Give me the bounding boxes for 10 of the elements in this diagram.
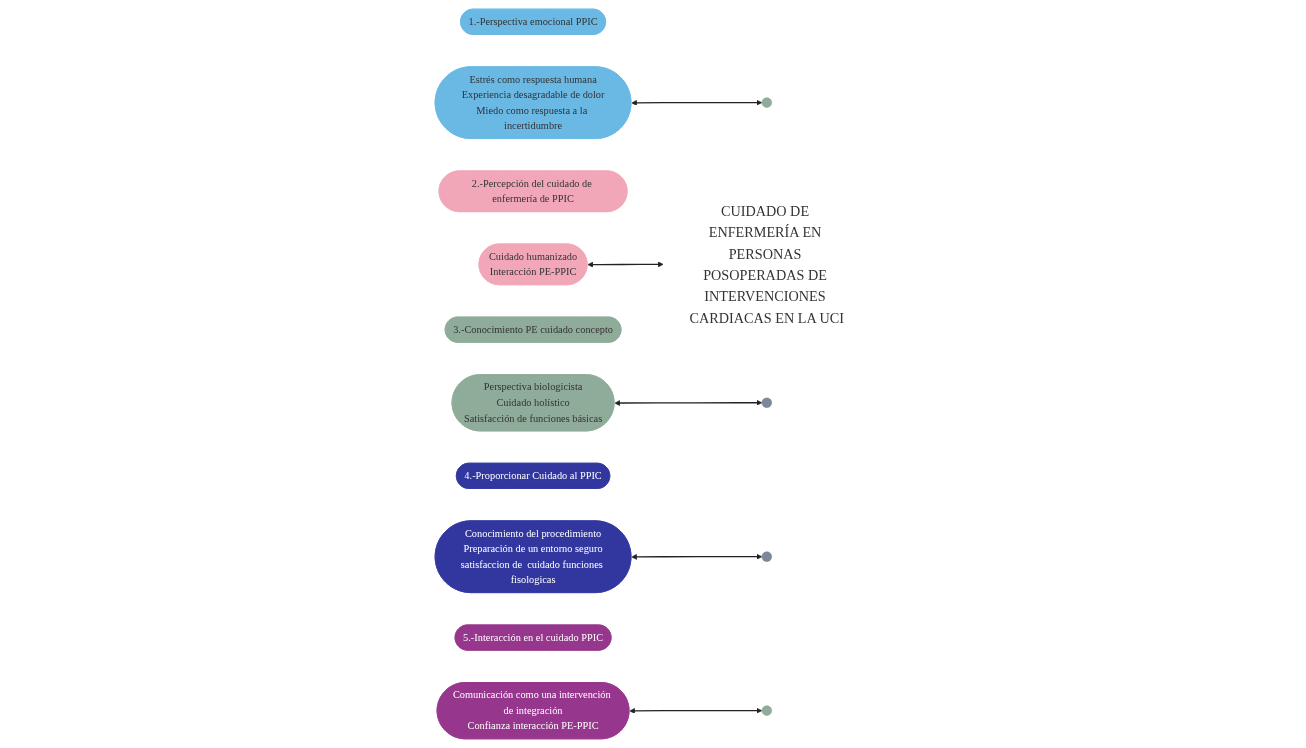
arrow — [587, 261, 664, 268]
node-arc — [761, 551, 773, 562]
arrow — [631, 553, 763, 560]
arrow — [614, 399, 763, 406]
node-arc — [761, 97, 773, 108]
node-arc — [761, 705, 773, 716]
arrow — [631, 99, 763, 106]
arrow — [629, 707, 763, 714]
node-text: CUIDADO DE ENFERMERÍA EN PERSONAS POSOPERADAS DE INTERVENCIONES CARDIACAS EN LA UCI — [689, 202, 845, 326]
node-arc — [761, 397, 773, 408]
